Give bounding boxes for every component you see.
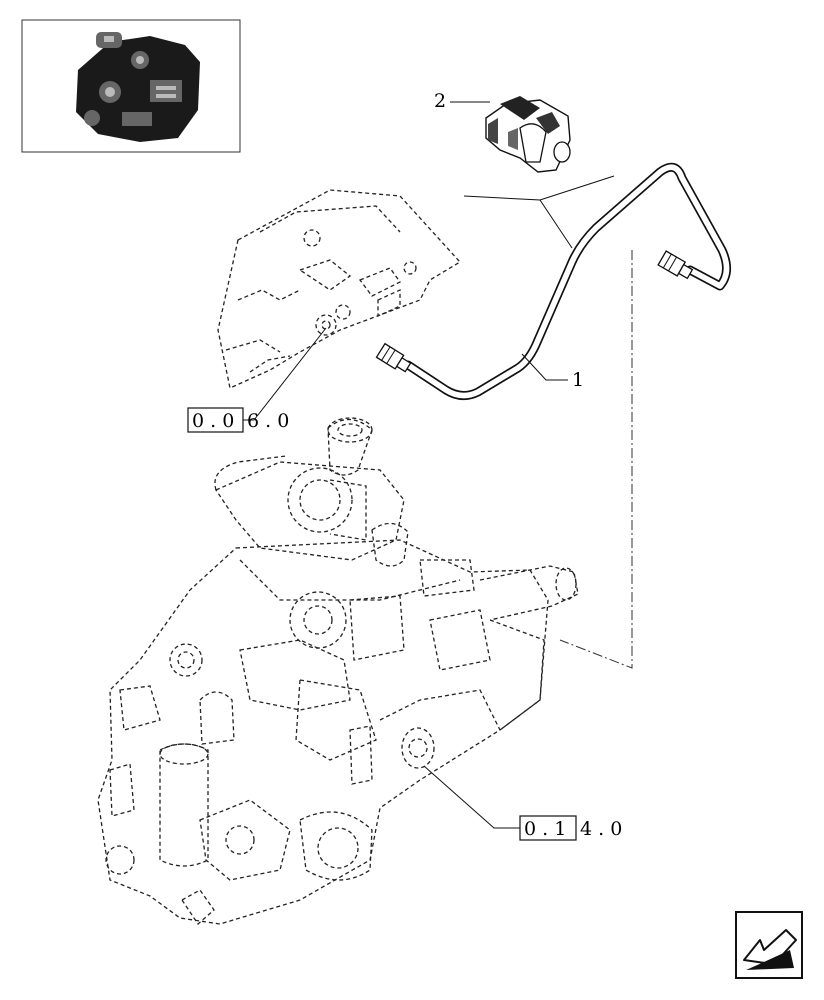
ref-lower-leader [423,765,520,829]
ref-upper-boxed-text: 0 . 0 [192,410,234,432]
ref-upper-rest-text: 6 . 0 [247,410,289,432]
ref-upper[interactable]: 0 . 0 6 . 0 [187,407,289,433]
pipe-clamp[interactable] [485,96,571,173]
item-1-leader [521,353,568,381]
ref-lower[interactable]: 0 . 1 4 . 0 [519,815,622,841]
pipe-group-leader [463,175,615,249]
ref-upper-leader [242,327,327,421]
fuel-pipe[interactable] [375,162,731,400]
item-1-label: 1 [572,369,584,391]
manifold-outline [217,189,462,389]
injection-pump-outline [97,417,579,925]
ref-lower-boxed-text: 0 . 1 [524,818,566,840]
item-2-label: 2 [434,90,446,112]
engine-thumbnail-icon[interactable] [21,19,241,153]
navigation-arrow-icon[interactable] [735,911,803,979]
ref-lower-rest-text: 4 . 0 [580,818,622,840]
dash-dot-alignment-line [559,250,633,669]
